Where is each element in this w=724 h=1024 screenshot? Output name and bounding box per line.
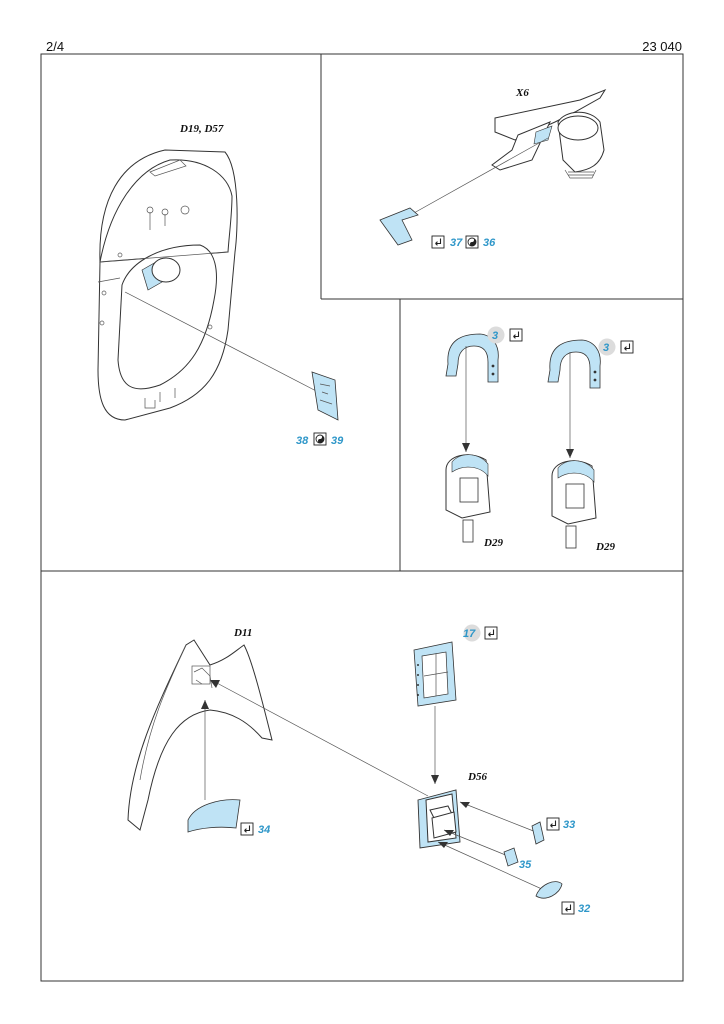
part-label-d29-left: D29 bbox=[483, 537, 503, 549]
pe-part-37-36 bbox=[379, 207, 419, 246]
part-label-x6: X6 bbox=[515, 87, 529, 99]
bend-icon bbox=[561, 901, 575, 915]
d29-panel: 3 D29 3 D29 bbox=[445, 326, 634, 553]
seat-frame-drawing bbox=[97, 149, 238, 421]
bend-icon bbox=[484, 626, 498, 640]
pe-number-33: 33 bbox=[563, 819, 575, 831]
pe-number-36: 36 bbox=[483, 237, 496, 249]
paint-icon bbox=[313, 432, 327, 446]
pe-number-35: 35 bbox=[519, 859, 532, 871]
pe-number-37: 37 bbox=[450, 237, 463, 249]
part-label-d29-right: D29 bbox=[595, 541, 615, 553]
pe-number-3-left: 3 bbox=[492, 330, 498, 342]
pe-part-38-39 bbox=[311, 371, 339, 421]
part-label-d56: D56 bbox=[467, 771, 487, 783]
d11-drawing bbox=[127, 639, 273, 831]
x6-panel: X6 37 36 bbox=[379, 87, 607, 249]
bend-icon bbox=[546, 817, 560, 831]
panel-frames bbox=[40, 53, 684, 982]
paint-icon bbox=[465, 235, 479, 249]
pe-number-32: 32 bbox=[578, 903, 590, 915]
pe-number-38: 38 bbox=[296, 435, 309, 447]
seat-frame-panel: D19, D57 38 39 bbox=[97, 123, 344, 447]
bend-icon bbox=[509, 328, 523, 342]
catalog-number: 23 040 bbox=[642, 39, 682, 54]
bend-icon bbox=[431, 235, 445, 249]
d29-left-drawing bbox=[445, 454, 491, 543]
pe-number-17: 17 bbox=[463, 628, 476, 640]
part-label-d11: D11 bbox=[233, 627, 252, 639]
d56-drawing bbox=[417, 789, 461, 849]
bend-icon bbox=[240, 822, 254, 836]
page-number: 2/4 bbox=[46, 39, 65, 54]
bend-icon bbox=[620, 340, 634, 354]
pe-number-34: 34 bbox=[258, 824, 270, 836]
pe-number-3-right: 3 bbox=[603, 342, 609, 354]
x6-drawing bbox=[491, 88, 607, 179]
pe-number-39: 39 bbox=[331, 435, 344, 447]
pe-frame-17 bbox=[413, 641, 457, 707]
d11-panel: 34 D11 17 D56 33 3 bbox=[127, 624, 590, 915]
d29-right-drawing bbox=[551, 460, 597, 549]
part-label-d19-d57: D19, D57 bbox=[179, 123, 224, 135]
